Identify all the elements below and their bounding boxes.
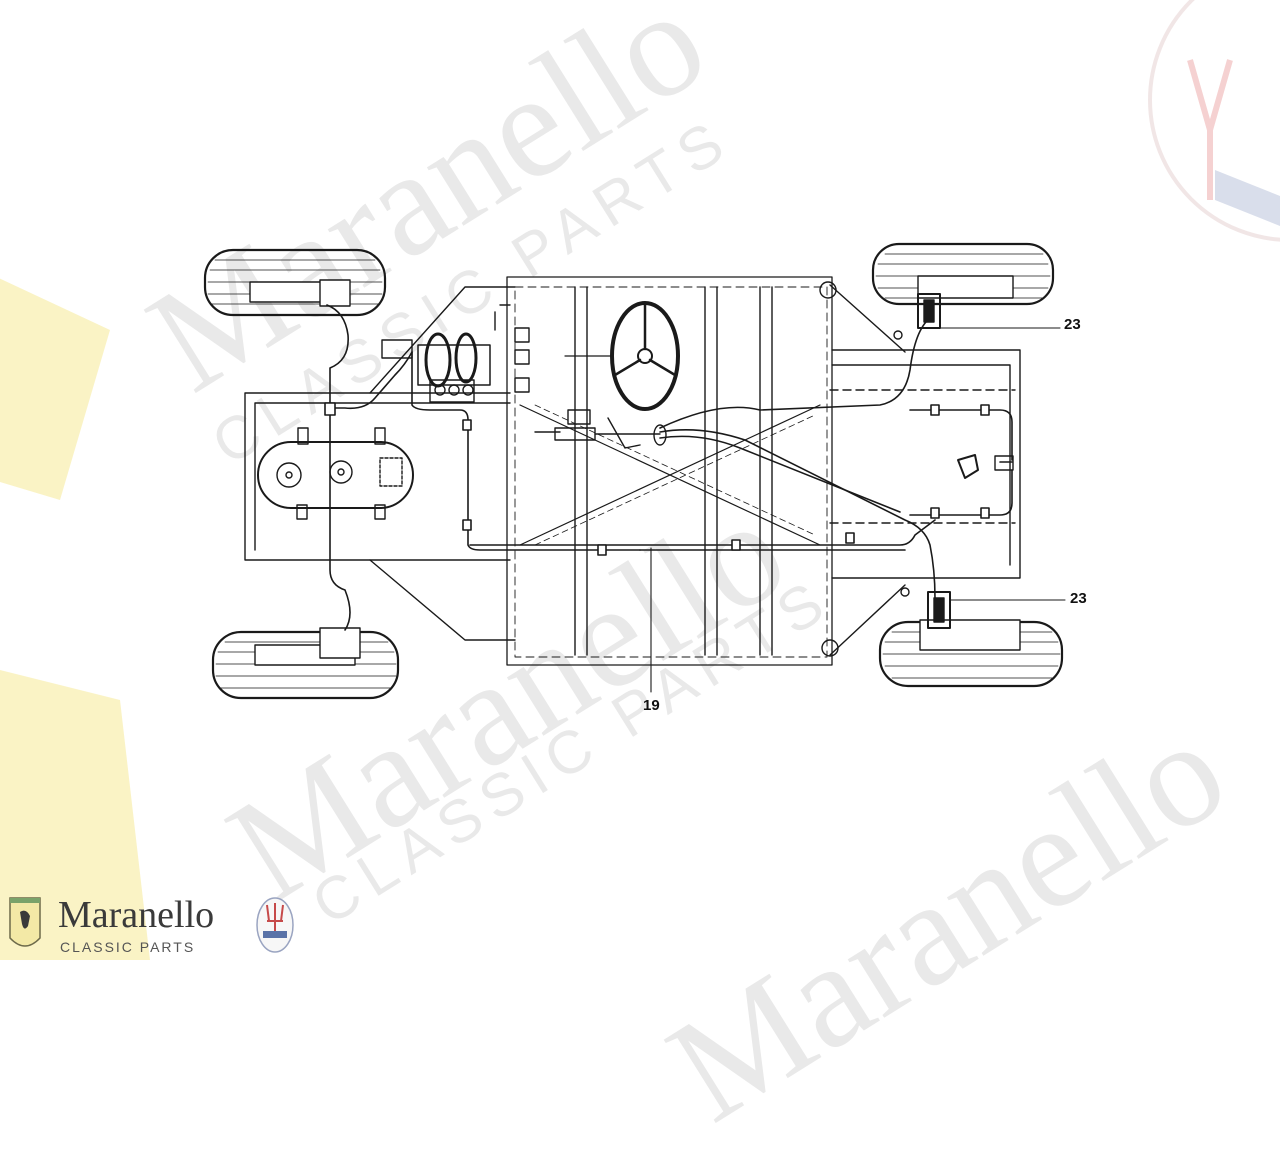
callout-19: 19 <box>643 697 660 714</box>
pedal-box <box>534 409 667 449</box>
brake-fluid-reservoir <box>257 427 414 520</box>
rear-left-wheel <box>871 242 1055 306</box>
frame-outline <box>244 276 1021 666</box>
callout-leaders <box>650 327 1066 693</box>
differential <box>957 454 1014 479</box>
front-right-wheel <box>211 627 400 700</box>
maserati-badge-watermark-icon <box>1148 0 1280 242</box>
brand-name: Maranello <box>58 894 215 936</box>
steering-wheel <box>564 301 680 411</box>
chassis-brake-diagram <box>203 242 1066 700</box>
rear-right-wheel <box>878 619 1064 688</box>
rear-right-caliper <box>900 587 951 629</box>
callout-23-upper: 23 <box>1064 316 1081 333</box>
ferrari-shield-watermark-icon <box>0 278 150 960</box>
background-emblems <box>0 0 1280 960</box>
ferrari-shield-icon <box>9 897 41 947</box>
maserati-trident-icon <box>256 897 294 953</box>
brake-lines <box>324 304 1013 631</box>
rear-left-caliper <box>893 293 941 340</box>
brand-footer: Maranello CLASSIC PARTS <box>0 893 310 960</box>
callout-23-lower: 23 <box>1070 590 1087 607</box>
brake-servo-assembly <box>381 304 530 403</box>
brand-tagline: CLASSIC PARTS <box>60 939 196 955</box>
front-left-wheel <box>203 248 387 317</box>
